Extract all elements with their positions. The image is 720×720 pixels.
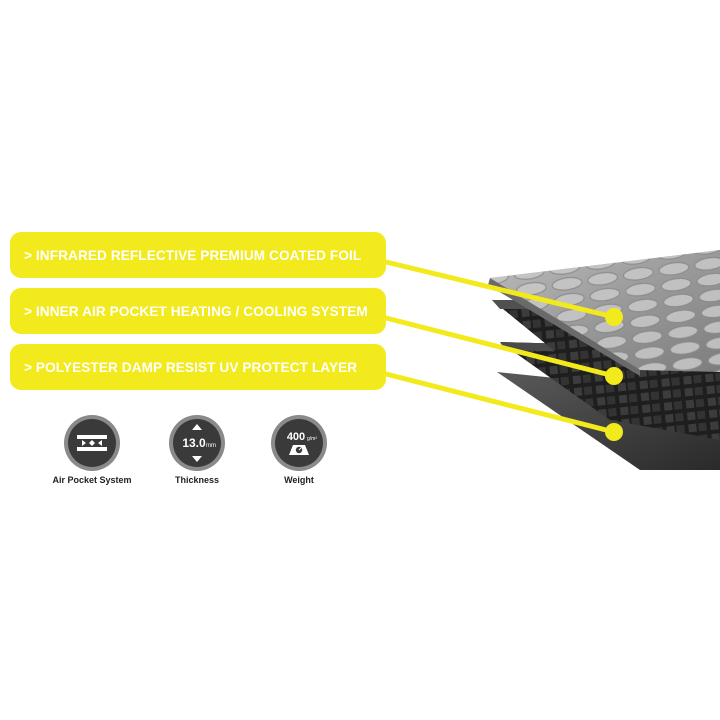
weight-unit: g/m²	[307, 436, 317, 442]
feature-label: Air Pocket System	[52, 475, 132, 485]
leader-dot-polyester	[605, 423, 623, 441]
feature-thickness: 13.0 mm Thickness	[147, 413, 247, 485]
feature-label: Weight	[284, 475, 314, 485]
leader-dot-air-pocket	[605, 367, 623, 385]
weight-value: 400	[287, 431, 305, 443]
callout-label: > POLYESTER DAMP RESIST UV PROTECT LAYER	[24, 359, 358, 375]
callout-foil-layer: > INFRARED REFLECTIVE PREMIUM COATED FOI…	[10, 232, 386, 278]
thickness-icon: 13.0 mm	[169, 415, 225, 471]
feature-weight: 400 g/m² Weight	[249, 413, 349, 485]
callout-air-pocket-layer: > INNER AIR POCKET HEATING / COOLING SYS…	[10, 288, 386, 334]
weight-icon: 400 g/m²	[271, 415, 327, 471]
feature-air-pocket: Air Pocket System	[42, 413, 142, 485]
leader-dot-foil	[605, 308, 623, 326]
feature-label: Thickness	[174, 475, 220, 485]
thickness-unit: mm	[206, 443, 216, 449]
callout-label: > INFRARED REFLECTIVE PREMIUM COATED FOI…	[24, 247, 362, 263]
callout-polyester-layer: > POLYESTER DAMP RESIST UV PROTECT LAYER	[10, 344, 386, 390]
thickness-value: 13.0	[182, 436, 206, 450]
callout-label: > INNER AIR POCKET HEATING / COOLING SYS…	[24, 303, 368, 319]
air-pocket-icon	[64, 415, 120, 471]
